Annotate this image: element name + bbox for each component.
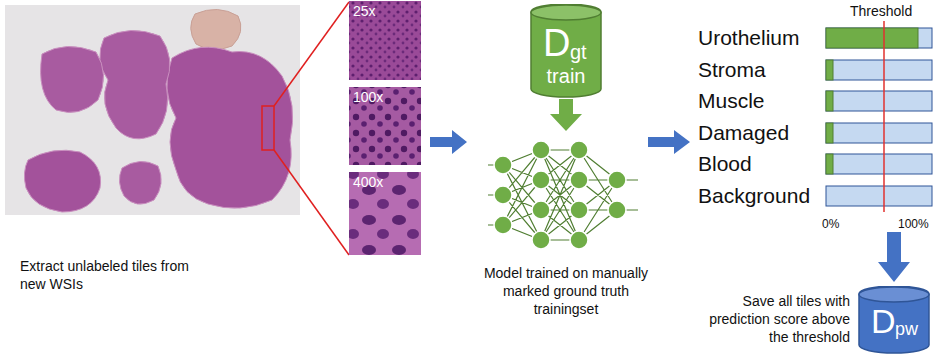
label-box: Muscle	[698, 88, 765, 113]
axis-label: 100%	[898, 217, 929, 231]
neuron	[570, 141, 588, 159]
label-box: Model trained on manually marked ground …	[478, 264, 654, 318]
cylinder-top	[859, 287, 929, 302]
node-text: 100x	[353, 90, 383, 104]
label-box: Extract unlabeled tiles from new WSIs	[20, 257, 190, 293]
bar-chart	[826, 28, 932, 206]
bar-fill	[826, 60, 833, 80]
tile-image	[349, 1, 421, 80]
network-neurons	[494, 141, 626, 249]
slide-image	[5, 5, 300, 215]
tissue-fragment	[24, 150, 100, 212]
axis-label: 0%	[822, 217, 839, 231]
network-links	[488, 150, 638, 240]
label-box: Blood	[698, 151, 752, 176]
label-box: Stroma	[698, 57, 766, 82]
bar-track	[826, 91, 932, 111]
class-label: Blood	[698, 152, 752, 175]
neuron	[608, 201, 626, 219]
bar-track	[826, 186, 932, 206]
zoom-region	[262, 106, 274, 150]
node-text: gt	[570, 42, 587, 62]
tile-image	[349, 87, 421, 165]
class-label: Stroma	[698, 58, 766, 81]
cylinder-top	[531, 5, 601, 20]
neuron	[532, 231, 550, 249]
neuron	[494, 186, 512, 204]
cylinder-body	[859, 286, 929, 353]
label-box: 0%	[822, 214, 839, 232]
zoom-line	[274, 150, 349, 255]
label-box: Save all tiles with prediction score abo…	[700, 292, 850, 346]
label-box: Damaged	[698, 120, 789, 145]
threshold-line	[883, 21, 885, 212]
caption-text: Model trained on manually marked ground …	[484, 265, 648, 317]
class-label: Damaged	[698, 121, 789, 144]
caption-text: Save all tiles with prediction score abo…	[709, 293, 850, 345]
cylinder-body	[531, 4, 601, 97]
node-text: train	[530, 66, 602, 86]
flow-arrow	[878, 232, 910, 282]
class-label: Background	[698, 184, 810, 207]
node-text: D	[871, 304, 896, 338]
neuron	[494, 156, 512, 174]
node-text: pw	[895, 320, 918, 338]
neuron	[570, 231, 588, 249]
threshold-label: Threshold	[850, 3, 912, 19]
node-text: 25x	[353, 4, 376, 18]
node-text: D	[543, 24, 570, 62]
neuron	[532, 141, 550, 159]
caption-text: Extract unlabeled tiles from new WSIs	[20, 258, 189, 292]
tissue-fragment	[167, 47, 293, 208]
neuron	[570, 171, 588, 189]
tissue-fragment	[191, 9, 241, 49]
tissue-fragment	[41, 46, 104, 112]
tile-label: 100x	[349, 87, 421, 165]
tile-label: 400x	[349, 172, 421, 255]
neuron	[532, 171, 550, 189]
node-text: 400x	[353, 175, 383, 189]
label-box: 100%	[898, 214, 929, 232]
class-label: Urothelium	[698, 26, 800, 49]
bar-track	[826, 28, 932, 48]
label-box: Urothelium	[698, 25, 800, 50]
database-cylinder: Dgt train	[530, 4, 602, 98]
neuron	[494, 216, 512, 234]
flow-arrow	[550, 99, 582, 131]
bar-track	[826, 123, 932, 143]
neuron	[608, 171, 626, 189]
flow-arrow	[430, 130, 467, 154]
database-cylinder: Dpw	[858, 286, 930, 354]
tissue-fragment	[119, 161, 161, 204]
bar-fill	[826, 154, 833, 174]
flow-arrow	[648, 130, 690, 154]
tile-image	[349, 172, 421, 255]
bar-track	[826, 154, 932, 174]
bar-fill	[826, 91, 833, 111]
zoom-line	[274, 2, 349, 106]
tile-label: 25x	[349, 1, 421, 80]
tissue-fragment	[100, 30, 170, 138]
label-box: Background	[698, 183, 810, 208]
neuron	[532, 201, 550, 219]
bar-fill	[826, 28, 918, 48]
bar-track	[826, 60, 932, 80]
bar-fill	[826, 123, 833, 143]
class-label: Muscle	[698, 89, 765, 112]
label-box: Threshold	[850, 2, 912, 20]
neuron	[570, 201, 588, 219]
bar-fills	[826, 28, 918, 174]
